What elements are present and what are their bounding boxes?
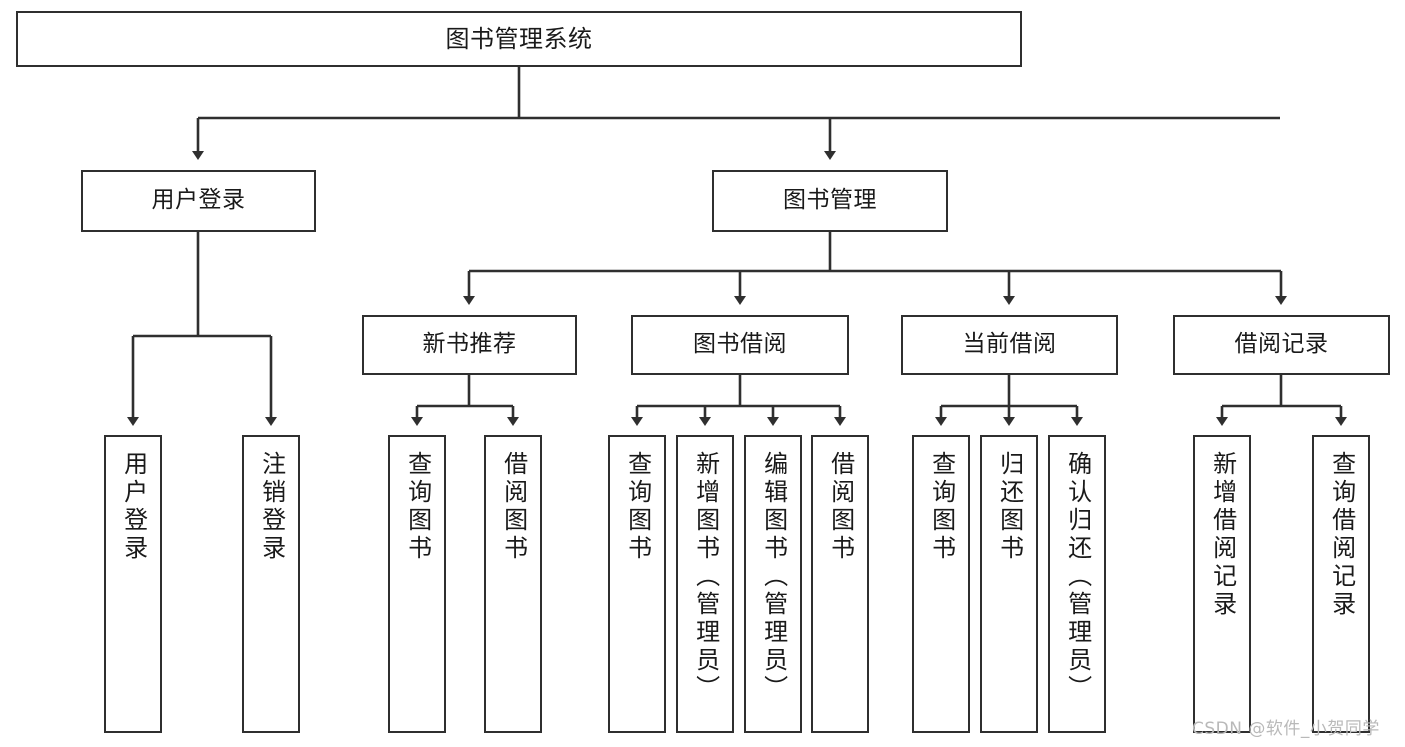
node-label: 查询借阅记录 [1327, 451, 1356, 619]
node-borrow-record[interactable]: 借阅记录 [1173, 315, 1390, 375]
node-label: 借阅图书 [499, 451, 528, 563]
leaf-record-query-record[interactable]: 查询借阅记录 [1312, 435, 1370, 733]
leaf-recommend-query-book[interactable]: 查询图书 [388, 435, 446, 733]
leaf-current-return-book[interactable]: 归还图书 [980, 435, 1038, 733]
leaf-user-login-logout[interactable]: 注销登录 [242, 435, 300, 733]
node-current-borrow[interactable]: 当前借阅 [901, 315, 1118, 375]
node-label: 新书推荐 [422, 331, 517, 358]
leaf-borrow-edit-book-admin[interactable]: 编辑图书（管理员） [744, 435, 802, 733]
node-root-system[interactable]: 图书管理系统 [16, 11, 1022, 67]
node-label: 用户登录 [119, 451, 148, 563]
node-label: 查询图书 [927, 451, 956, 563]
leaf-user-login-signin[interactable]: 用户登录 [104, 435, 162, 733]
node-new-book-recommend[interactable]: 新书推荐 [362, 315, 577, 375]
csdn-watermark: CSDN @软件_小贺同学 [1192, 719, 1380, 739]
leaf-record-add-record[interactable]: 新增借阅记录 [1193, 435, 1251, 733]
node-label: 确认归还（管理员） [1063, 451, 1092, 703]
leaf-current-confirm-return-admin[interactable]: 确认归还（管理员） [1048, 435, 1106, 733]
node-label: 归还图书 [995, 451, 1024, 563]
node-label: 当前借阅 [962, 331, 1057, 358]
node-label: 新增借阅记录 [1208, 451, 1237, 619]
node-label: 图书管理 [783, 187, 877, 214]
node-label: 图书借阅 [693, 331, 787, 358]
leaf-borrow-query-book[interactable]: 查询图书 [608, 435, 666, 733]
leaf-borrow-add-book-admin[interactable]: 新增图书（管理员） [676, 435, 734, 733]
node-label: 查询图书 [403, 451, 432, 563]
node-label: 新增图书（管理员） [691, 451, 720, 703]
node-label: 图书管理系统 [445, 24, 593, 53]
leaf-current-query-book[interactable]: 查询图书 [912, 435, 970, 733]
node-label: 用户登录 [151, 187, 246, 214]
leaf-recommend-borrow-book[interactable]: 借阅图书 [484, 435, 542, 733]
node-book-management[interactable]: 图书管理 [712, 170, 948, 232]
node-user-login[interactable]: 用户登录 [81, 170, 316, 232]
node-label: 编辑图书（管理员） [759, 451, 788, 703]
node-label: 借阅记录 [1234, 331, 1329, 358]
leaf-borrow-borrow-book[interactable]: 借阅图书 [811, 435, 869, 733]
node-book-borrow[interactable]: 图书借阅 [631, 315, 849, 375]
node-label: 借阅图书 [826, 451, 855, 563]
node-label: 查询图书 [623, 451, 652, 563]
node-label: 注销登录 [257, 451, 286, 563]
